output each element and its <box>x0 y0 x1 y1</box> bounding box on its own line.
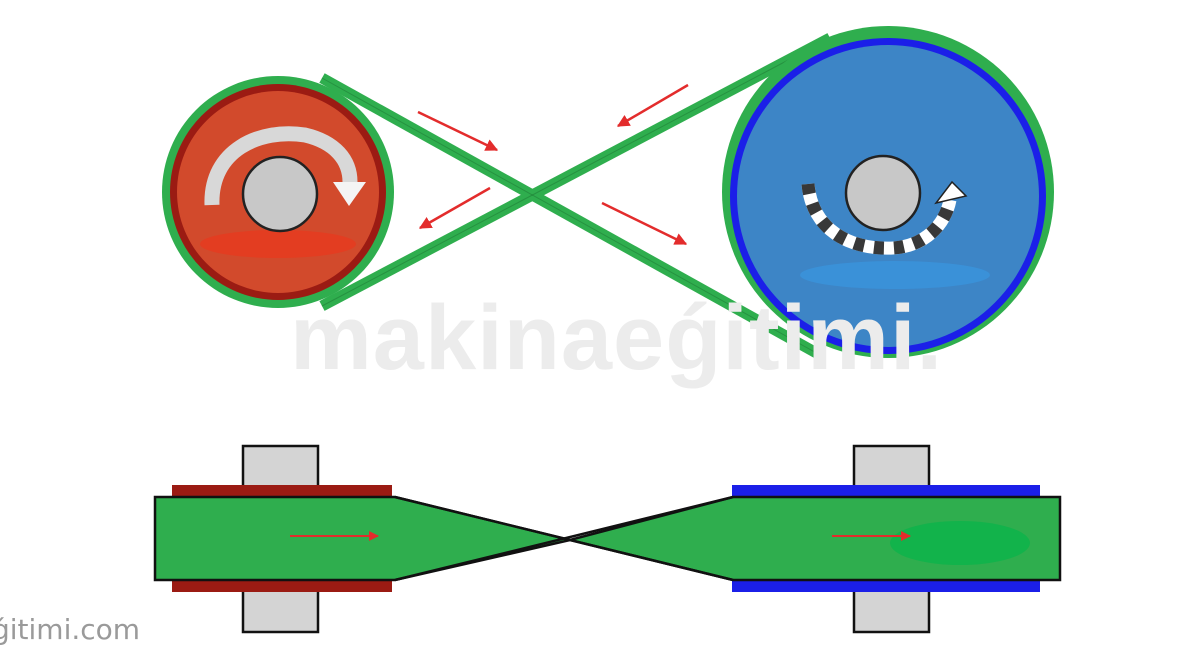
left-pulley-rim-top <box>172 485 392 497</box>
right-shaft-top <box>852 444 931 490</box>
side-view <box>153 444 1062 634</box>
rotation-arrow-icon-dashed <box>801 183 957 255</box>
driven-shaft <box>844 154 922 232</box>
right-pulley-rim-top <box>732 485 1040 497</box>
footer-credit: ǵitimi.com <box>0 613 141 646</box>
driver-pulley <box>162 76 394 308</box>
right-shaft-bottom <box>852 588 931 634</box>
belt-strand-b <box>319 33 833 311</box>
left-shaft-bottom <box>241 588 320 634</box>
driver-shaft <box>241 155 319 233</box>
front-view <box>162 26 1054 360</box>
motion-arrow-icon <box>418 186 491 230</box>
right-pulley-rim-bottom <box>732 580 1040 592</box>
rotation-arrowhead-icon <box>333 182 366 206</box>
belt-strand-a <box>319 73 823 360</box>
rotation-arrowhead-icon-dashed <box>934 180 968 205</box>
driven-pulley <box>722 26 1054 358</box>
motion-arrow-icon <box>616 83 689 128</box>
left-pulley-rim-bottom <box>172 580 392 592</box>
motion-arrow-icon <box>601 201 688 246</box>
motion-arrow-icon <box>417 110 499 152</box>
left-shaft-top <box>241 444 320 490</box>
rotation-arrow-icon <box>204 126 358 206</box>
